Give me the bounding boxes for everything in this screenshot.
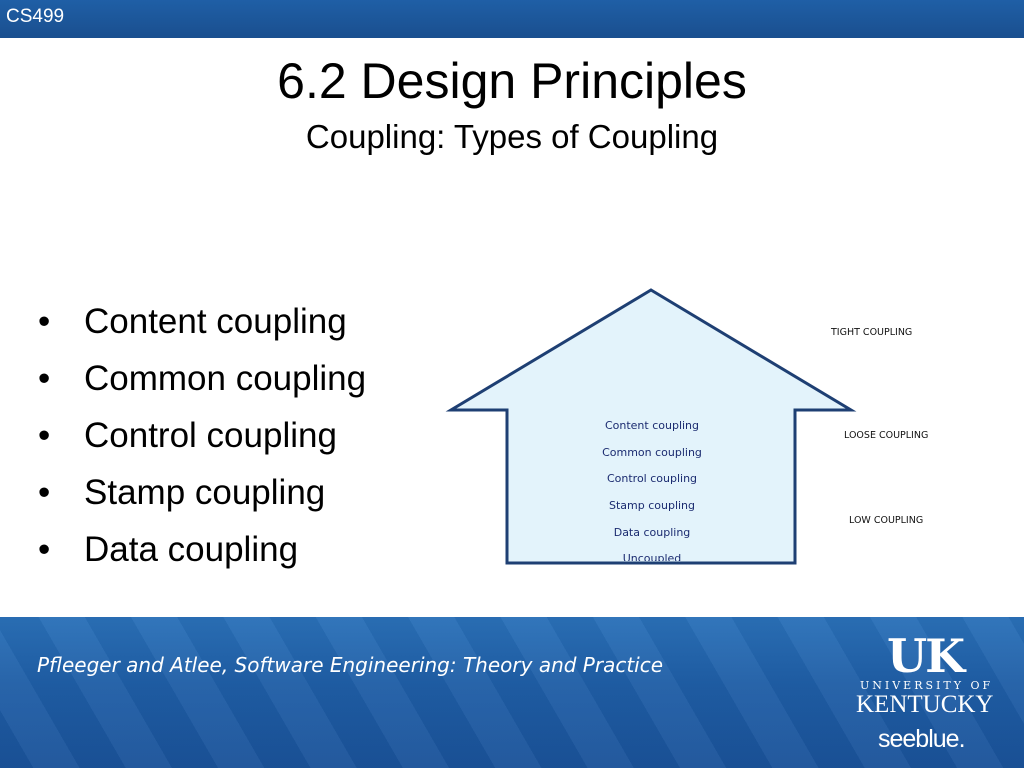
bullet-dot: • — [38, 473, 51, 512]
uk-logo: UK — [887, 629, 965, 683]
university-label: UNIVERSITY OF — [860, 679, 994, 692]
bullet-dot: • — [38, 416, 51, 455]
bullet-item: • Stamp coupling — [38, 467, 366, 524]
level-label-tight: TIGHT COUPLING — [831, 327, 913, 338]
top-bar: CS499 — [0, 0, 1024, 38]
bullet-item: • Data coupling — [38, 524, 366, 581]
level-label-loose: LOOSE COUPLING — [844, 430, 929, 441]
coupling-house-diagram — [445, 288, 857, 565]
bullet-text: Control coupling — [84, 416, 337, 455]
bullet-text: Stamp coupling — [84, 473, 326, 512]
bullet-list: • Content coupling • Common coupling • Cont… — [38, 296, 366, 581]
slide-subtitle: Coupling: Types of Coupling — [305, 118, 719, 155]
bullet-item: • Control coupling — [38, 410, 366, 467]
bullet-dot: • — [38, 359, 51, 398]
bullet-item: • Content coupling — [38, 296, 366, 353]
footer-bar: Pfleeger and Atlee, Software Engineering… — [0, 617, 1024, 768]
bullet-text: Common coupling — [84, 359, 367, 398]
house-item: Stamp coupling — [608, 499, 696, 512]
citation: Pfleeger and Atlee, Software Engineering… — [37, 653, 664, 677]
bullet-item: • Common coupling — [38, 353, 366, 410]
house-shape — [445, 288, 857, 565]
bullet-dot: • — [38, 302, 51, 341]
bullet-dot: • — [38, 530, 51, 569]
kentucky-label: KENTUCKY — [856, 691, 994, 718]
course-code: CS499 — [6, 6, 65, 27]
house-item: Content coupling — [604, 419, 700, 432]
bullet-text: Content coupling — [84, 302, 347, 341]
house-item: Control coupling — [606, 472, 698, 485]
seeblue-logo: seeblue. — [878, 725, 966, 753]
level-label-low: LOW COUPLING — [849, 515, 924, 526]
slide-title: 6.2 Design Principles — [277, 53, 747, 109]
house-item: Common coupling — [602, 446, 702, 459]
bullet-text: Data coupling — [84, 530, 299, 569]
house-item: Uncoupled — [622, 552, 682, 561]
house-item: Data coupling — [613, 526, 691, 539]
